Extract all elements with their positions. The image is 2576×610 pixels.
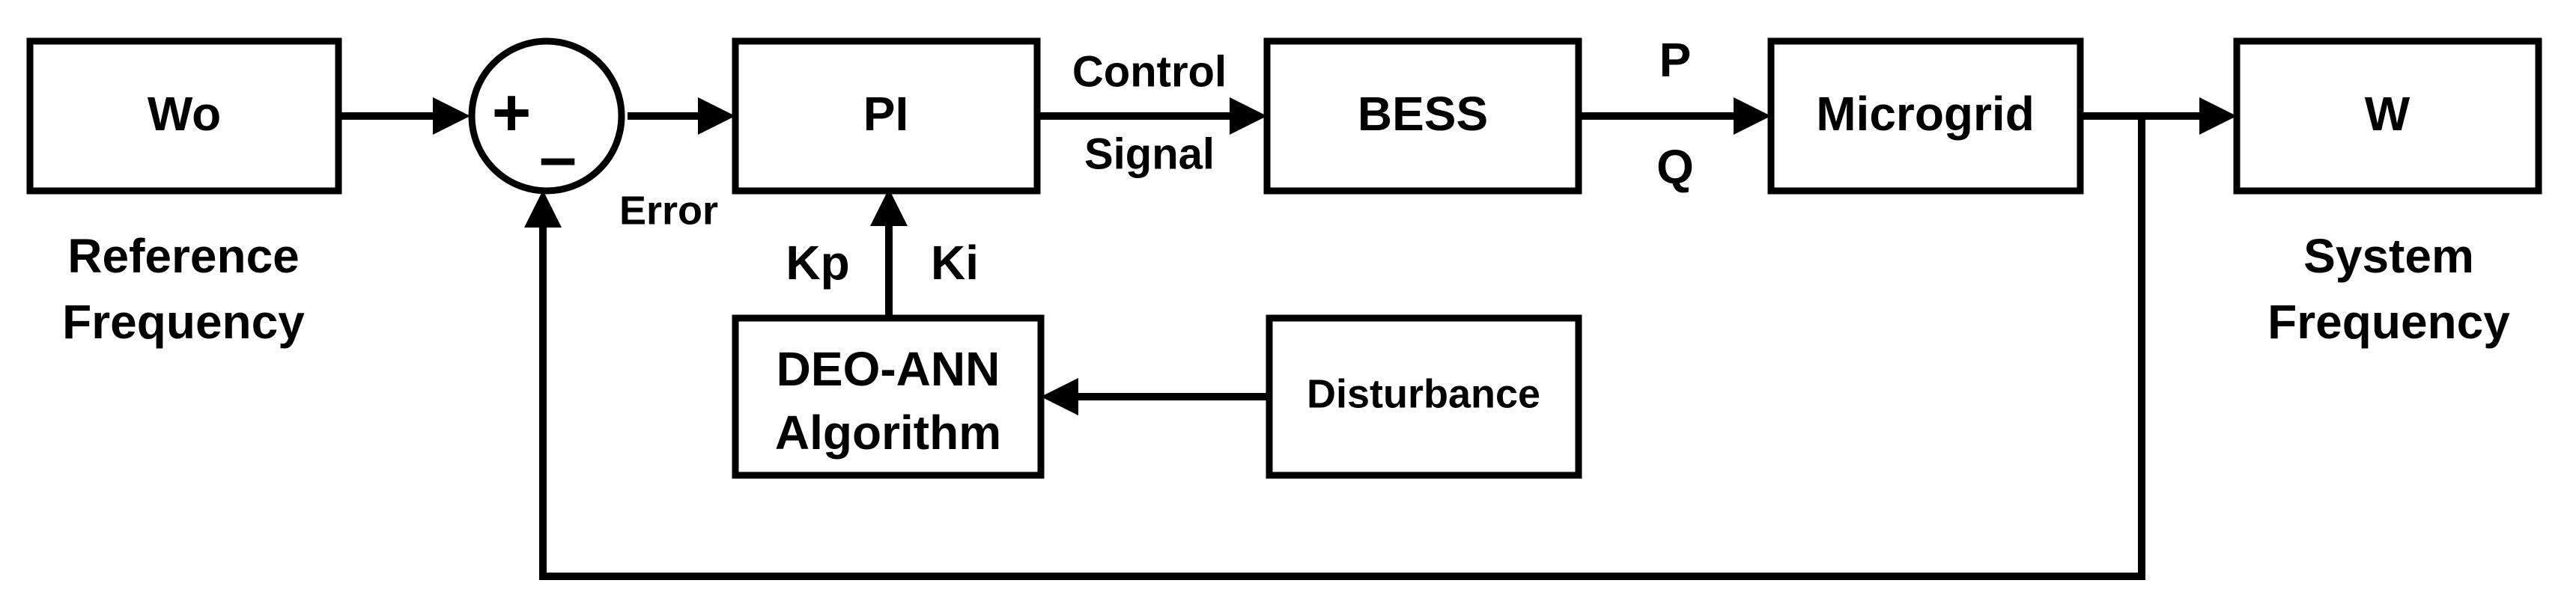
arrowhead-disturbance-to-optimizer — [1041, 378, 1078, 415]
control-signal-label-line1: Control — [1072, 47, 1227, 96]
block-output-label: W — [2365, 87, 2411, 141]
block-output: W — [2233, 37, 2542, 195]
block-disturbance: Disturbance — [1266, 314, 1582, 479]
block-reference-box — [26, 37, 342, 195]
block-bess: BESS — [1263, 37, 1582, 195]
arrowhead-pi-to-bess — [1230, 97, 1267, 135]
signal-labels: Error Control Signal P Q Kp Ki — [619, 33, 1694, 290]
feedback-path — [539, 116, 2145, 580]
arrowhead-optimizer-to-pi — [870, 189, 908, 226]
block-output-box — [2233, 37, 2542, 195]
block-microgrid-label: Microgrid — [1816, 87, 2035, 141]
block-optimizer-label-line2: Algorithm — [775, 406, 1001, 460]
summing-junction: + – — [468, 37, 625, 195]
reference-frequency-caption-line1: Reference — [67, 229, 300, 283]
p-label: P — [1659, 33, 1692, 87]
block-pi-label: PI — [863, 87, 908, 141]
arrowhead-bess-to-microgrid — [1734, 97, 1771, 135]
kp-label: Kp — [786, 236, 849, 290]
connections — [338, 97, 2237, 580]
block-reference-label: Wo — [148, 87, 221, 141]
arrowhead-wo-to-sum — [433, 97, 470, 135]
block-pi-controller: PI — [732, 37, 1041, 195]
plus-sign: + — [492, 76, 532, 150]
minus-sign: – — [539, 120, 577, 195]
control-signal-label-line2: Signal — [1084, 129, 1215, 178]
block-bess-label: BESS — [1358, 87, 1488, 141]
reference-frequency-caption-line2: Frequency — [62, 295, 305, 349]
block-optimizer-box — [732, 314, 1045, 479]
arrowhead-feedback-to-sum — [524, 190, 562, 228]
block-microgrid-box — [1767, 37, 2084, 195]
q-label: Q — [1656, 140, 1694, 194]
arrowhead-microgrid-to-w — [2199, 97, 2237, 135]
ki-label: Ki — [931, 236, 979, 290]
block-optimizer: DEO-ANN Algorithm — [732, 314, 1045, 479]
error-label: Error — [619, 188, 718, 233]
block-bess-box — [1263, 37, 1582, 195]
block-optimizer-label-line1: DEO-ANN — [777, 342, 1000, 396]
block-reference: Wo — [26, 37, 342, 195]
summing-junction-circle — [468, 37, 625, 195]
system-frequency-caption-line2: Frequency — [2267, 295, 2510, 349]
arrowhead-sum-to-pi — [698, 97, 735, 135]
captions: Reference Frequency System Frequency — [62, 229, 2510, 349]
block-disturbance-label: Disturbance — [1307, 371, 1540, 416]
block-microgrid: Microgrid — [1767, 37, 2084, 195]
block-disturbance-box — [1266, 314, 1582, 479]
block-pi-box — [732, 37, 1041, 195]
system-frequency-caption-line1: System — [2303, 229, 2474, 283]
